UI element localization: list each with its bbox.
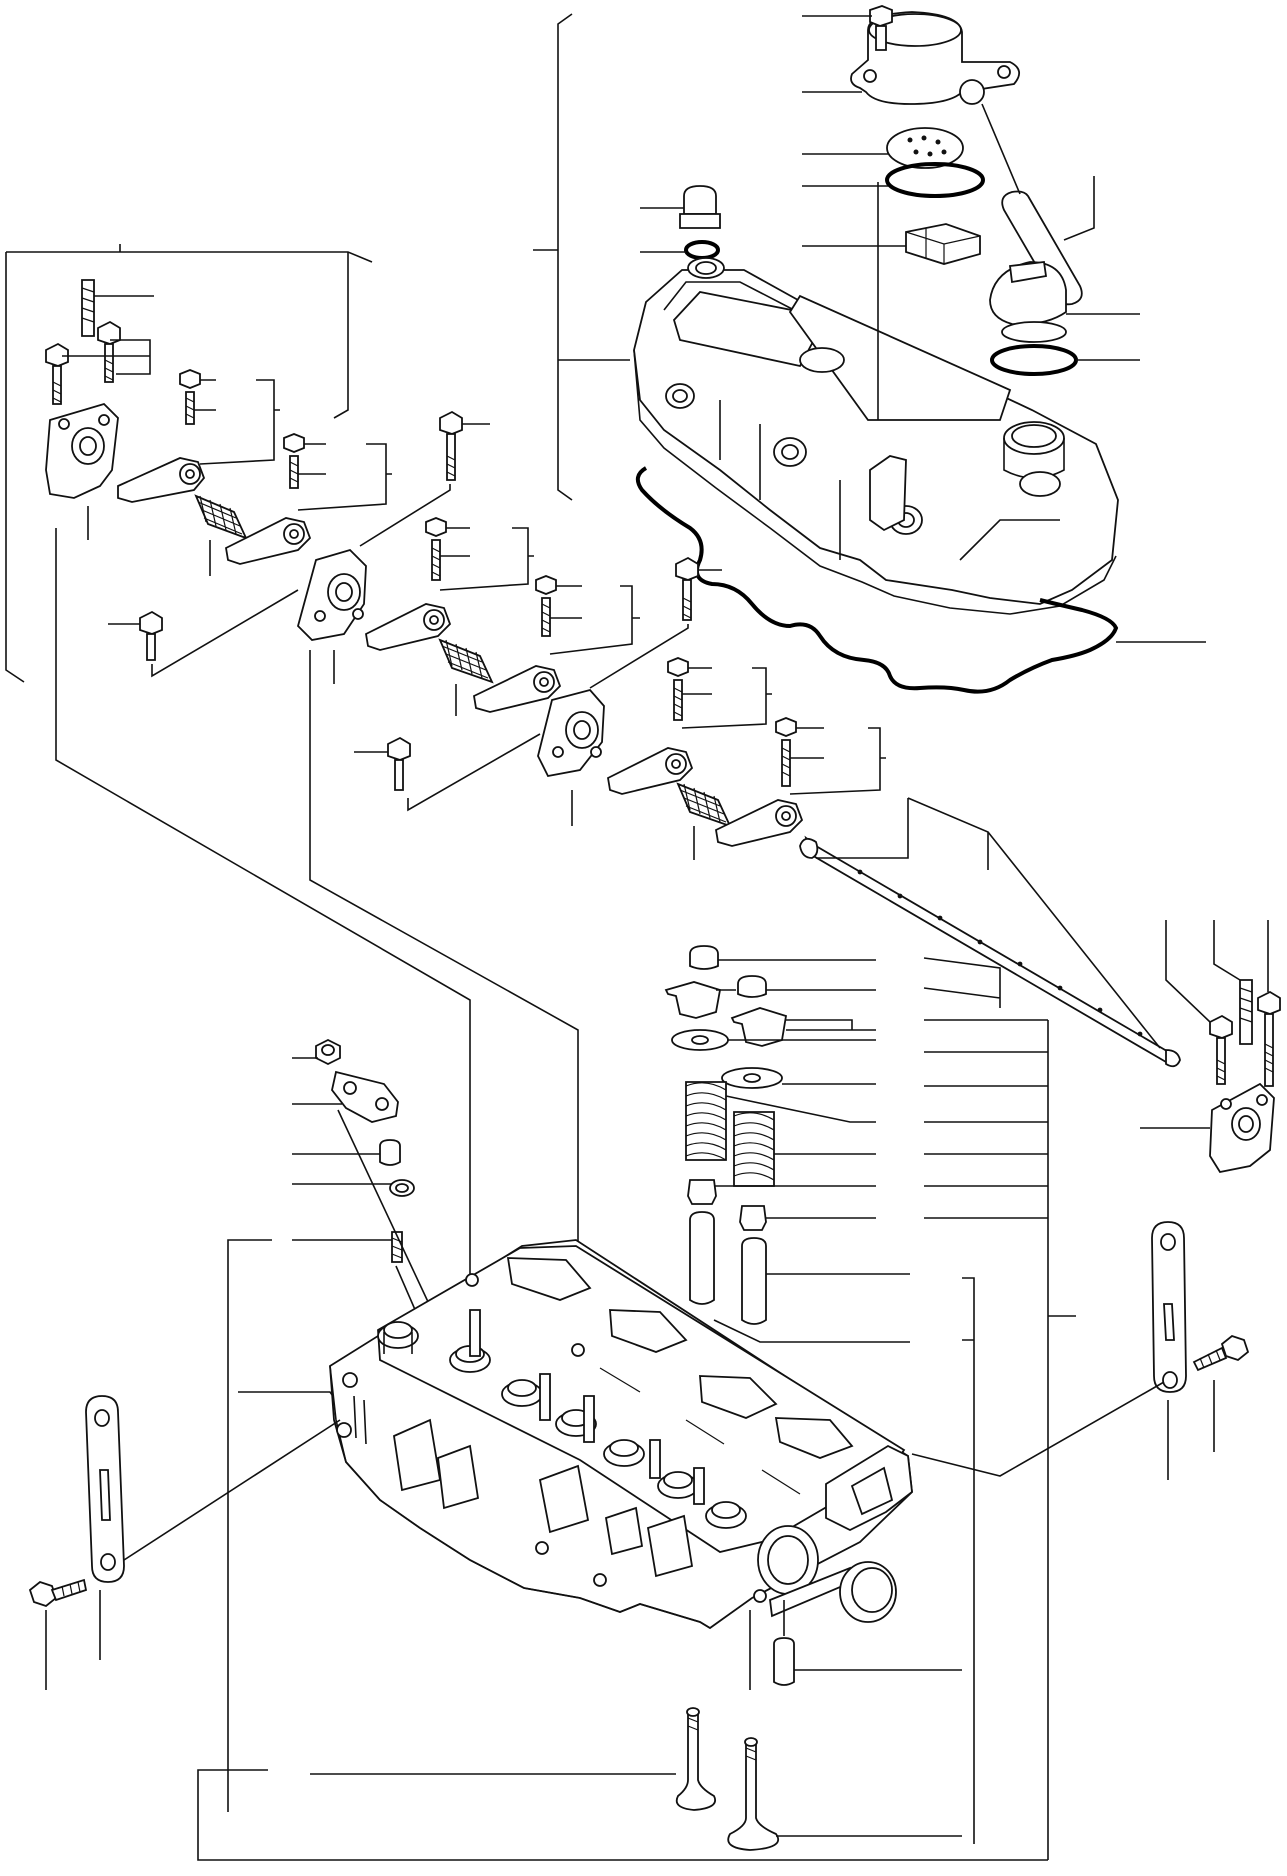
injector-nut (315, 1038, 341, 1066)
bracket-bolt-g (1209, 1014, 1233, 1085)
lifting-eye-bolt-left (28, 1578, 88, 1608)
adjust-nut-1 (179, 369, 201, 425)
dowel-pin (773, 1637, 795, 1686)
lifting-eye-bolt-right (1192, 1334, 1250, 1372)
valve-cap-1 (689, 945, 719, 970)
rocker-arm-6 (715, 799, 804, 847)
injector-washer (389, 1179, 415, 1197)
injector-clamp (331, 1070, 399, 1123)
rocker-spring-3 (676, 782, 732, 828)
valve-cap-2 (737, 975, 767, 998)
head-group-leader (238, 1391, 341, 1407)
stem-seal-1 (687, 1179, 717, 1205)
bottom-bracket (197, 1769, 1048, 1861)
filler-cap-gasket (990, 344, 1078, 376)
lifting-eye-left (85, 1395, 125, 1583)
bracket-bolt-b (97, 320, 121, 383)
rocker-bracket-2 (296, 548, 367, 641)
intake-valve (675, 1707, 716, 1811)
connector-line-1 (55, 528, 471, 1278)
rocker-shaft (799, 835, 1181, 1068)
spring-retainer-1 (671, 1029, 729, 1051)
stem-seal-2 (739, 1205, 767, 1231)
rocker-assembly-bracket (5, 244, 373, 683)
adjust-nut-5 (667, 657, 689, 721)
valve-guide-1 (689, 1211, 715, 1305)
valve-cotter-1 (664, 981, 722, 1019)
injector-sleeve (379, 1139, 401, 1166)
bracket-stud (81, 279, 95, 337)
shaft-leader (816, 797, 1161, 1049)
rocker-arm-4 (473, 665, 562, 713)
valve-guide-2 (741, 1237, 767, 1325)
dowel-leader (783, 1600, 962, 1671)
spring-retainer-2 (721, 1067, 783, 1089)
breather-filter (886, 127, 964, 169)
lifting-eye-right (1151, 1221, 1187, 1393)
valve-train-leader-lines (713, 957, 1076, 1860)
rocker-spring-2 (438, 638, 494, 684)
oil-filler-cap (989, 261, 1067, 343)
valve-cover (633, 257, 1119, 615)
bracket-bolt-c (439, 410, 463, 481)
bracket-bolt-f (387, 736, 411, 791)
breather-cap (850, 11, 1020, 105)
valve-cover-gasket (635, 466, 1119, 694)
rocker-cover-group-bracket (533, 13, 630, 501)
rocker-arm-1 (117, 457, 206, 503)
rocker-arm-2 (225, 517, 312, 565)
head-group-bracket-left (227, 1239, 272, 1812)
rocker-arm-3 (365, 603, 452, 651)
adjust-nut-4 (535, 575, 557, 637)
cylinder-head (329, 1239, 913, 1630)
breather-element (905, 223, 981, 265)
cover-leader-lines (640, 15, 1140, 420)
cap-bolt (869, 5, 893, 51)
plug-washer (684, 240, 720, 260)
rocker-bracket-3 (537, 688, 605, 778)
valve-cotter-2 (730, 1007, 788, 1047)
adjust-nut-3 (425, 517, 447, 581)
adjust-nut-6 (775, 717, 797, 787)
bracket-stud-2 (1239, 979, 1253, 1045)
rocker-spring-1 (194, 494, 248, 540)
rocker-arm-5 (607, 747, 694, 795)
valve-spring-1 (685, 1081, 727, 1161)
rocker-bracket-4 (1209, 1082, 1275, 1174)
bolt-leader (62, 339, 151, 375)
rocker-bracket-1 (45, 402, 119, 499)
connector-line-2 (309, 650, 579, 1348)
bracket-bolt-e (675, 556, 699, 621)
valve-spring-2 (733, 1111, 775, 1187)
bracket-bolt-h (1257, 990, 1281, 1087)
cover-plug (679, 185, 721, 229)
left-eye-leader (123, 1419, 341, 1561)
bracket-bolt-d (139, 610, 163, 661)
o-ring (885, 162, 985, 198)
exhaust-valve (727, 1737, 780, 1851)
adjust-nut-2 (283, 433, 305, 489)
right-eye-leader (911, 1381, 1165, 1477)
bracket-bolt-a (45, 342, 69, 405)
